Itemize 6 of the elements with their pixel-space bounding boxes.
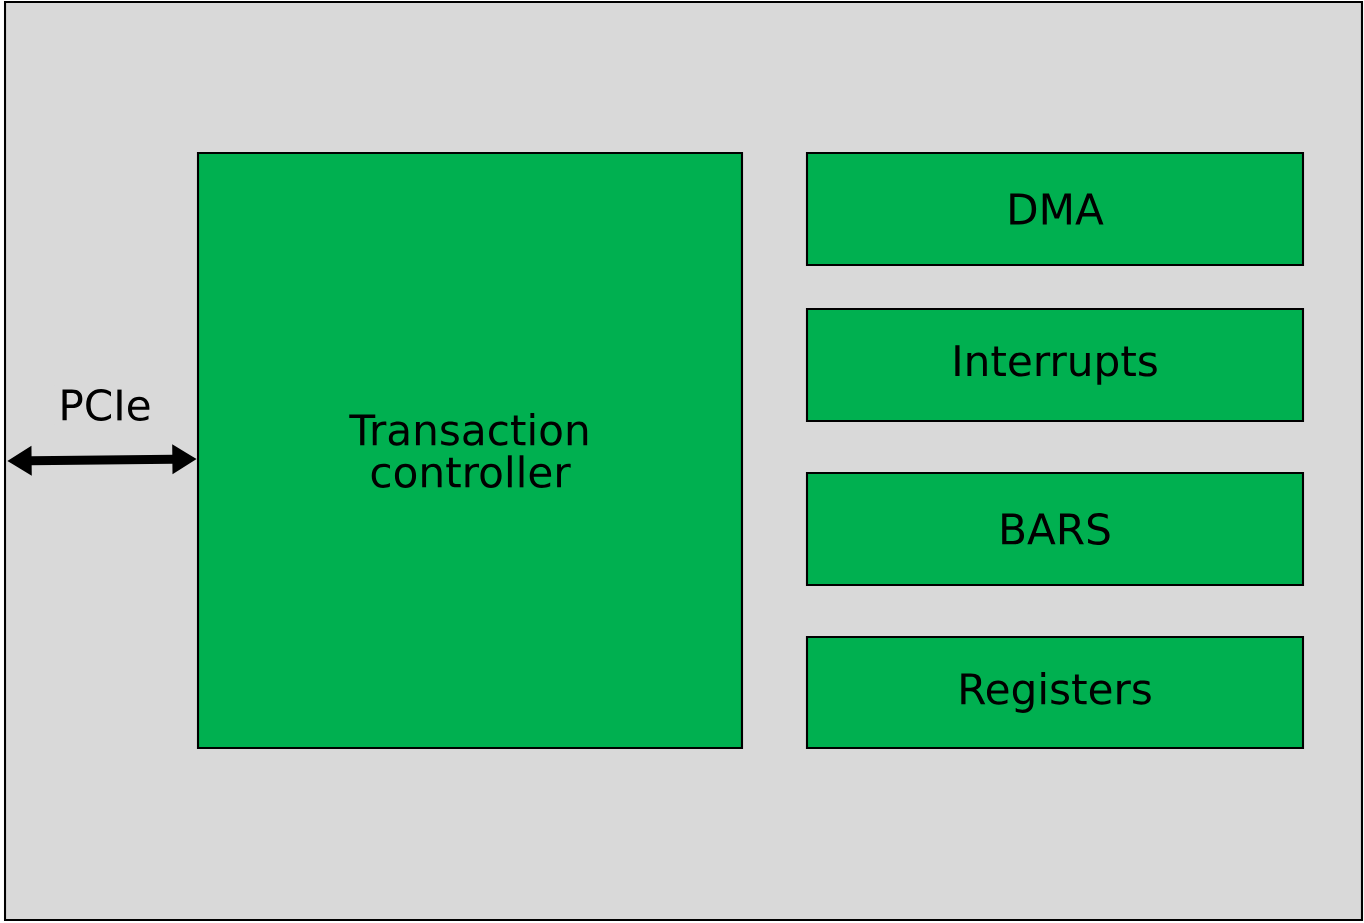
- block-box: Registers: [805, 635, 1305, 750]
- block-box: BARS: [805, 471, 1305, 587]
- block-box: Transaction controller: [196, 151, 744, 750]
- block-box: Interrupts: [805, 307, 1305, 423]
- block-box: DMA: [805, 151, 1305, 267]
- edge-label: PCIe: [54, 385, 156, 425]
